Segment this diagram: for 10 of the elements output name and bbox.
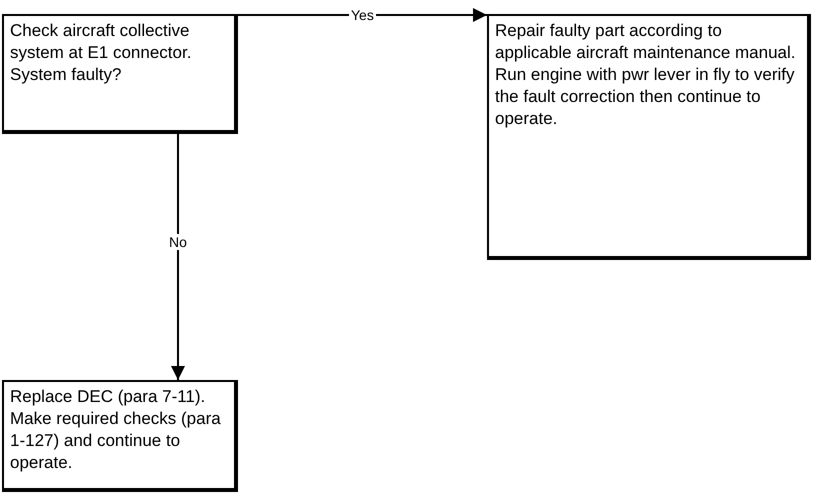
- arrow: [171, 134, 185, 380]
- edge-label: Yes: [349, 7, 376, 23]
- edge-label: No: [167, 234, 189, 250]
- box-text: Replace DEC (para 7-11). Make required checks (para 1-127) and continue to operate.: [10, 386, 222, 474]
- process-box: [2, 14, 238, 134]
- process-box: [487, 14, 811, 260]
- arrow: [238, 8, 487, 22]
- process-box: [2, 380, 238, 492]
- box-text: Repair faulty part according to applicable aircraft maintenance manual. Run engine with pwr lever in fly to verify the fault correction then continue to operate.: [495, 20, 797, 130]
- box-text: Check aircraft collective system at E1 connector. System faulty?: [10, 20, 192, 86]
